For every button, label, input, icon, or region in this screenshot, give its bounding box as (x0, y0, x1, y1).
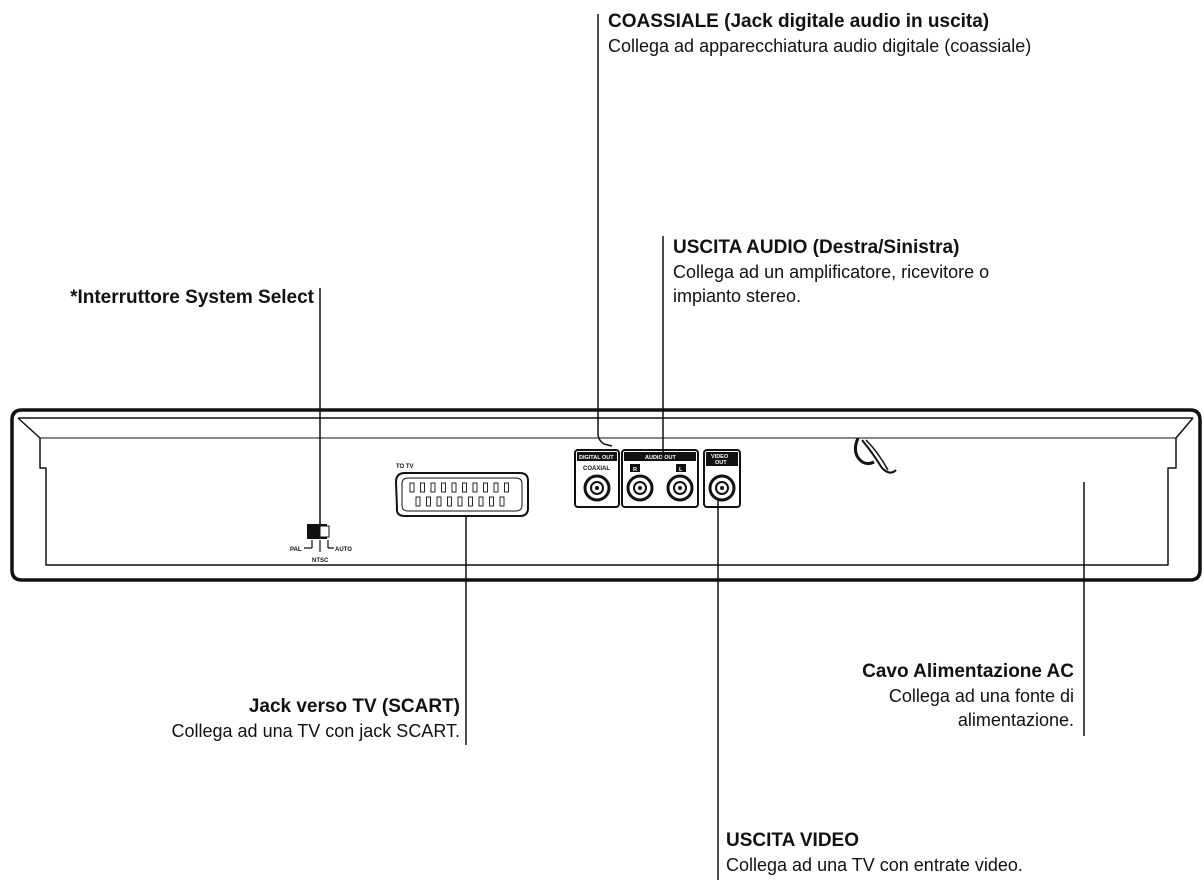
scart-pin (447, 496, 452, 507)
leader-coaxial (597, 14, 613, 447)
scart-desc: Collega ad una TV con jack SCART. (171, 721, 461, 741)
coaxial-title: COASSIALE (Jack digitale audio in uscita… (608, 11, 990, 32)
coaxial-desc: Collega ad apparecchiatura audio digital… (608, 36, 1032, 56)
video-label: VIDEO (711, 454, 729, 460)
scart-pin (489, 496, 494, 507)
video-out-title: USCITA VIDEO (726, 830, 860, 851)
video-out-callout: USCITA VIDEO Collega ad una TV con entra… (726, 828, 1023, 877)
ac-cable-callout: Cavo Alimentazione AC Collega ad una fon… (862, 659, 1074, 732)
scart-pin (472, 482, 478, 493)
scart-title: Jack verso TV (SCART) (248, 696, 460, 717)
scart-pin (420, 482, 425, 493)
leader-lines (319, 14, 1085, 880)
scart-pin (499, 496, 505, 507)
scart-pin (426, 496, 431, 507)
switch-label-auto: AUTO (335, 547, 352, 553)
audio-out-jacks[interactable]: AUDIO OUT R L (621, 449, 699, 508)
ac-power-cord (853, 437, 897, 474)
scart-pin (409, 482, 415, 493)
switch-label-ntsc: NTSC (312, 558, 329, 564)
audio-out-desc-1: Collega ad un amplificatore, ricevitore … (673, 262, 990, 282)
scart-connector[interactable]: TO TV (394, 464, 529, 517)
audio-out-callout: USCITA AUDIO (Destra/Sinistra) Collega a… (673, 235, 989, 308)
ac-cable-title: Cavo Alimentazione AC (862, 661, 1074, 682)
scart-callout: Jack verso TV (SCART) Collega ad una TV … (172, 694, 461, 743)
scart-pin (478, 496, 484, 507)
audio-out-desc-2: impianto stereo. (673, 286, 802, 306)
scart-pin (462, 482, 467, 493)
system-select-title: *Interruttore System Select (70, 287, 314, 308)
digital-out-label: DIGITAL OUT (579, 455, 614, 461)
panel-outer-body (10, 408, 1202, 582)
switch-label-pal: PAL (290, 547, 302, 553)
audio-out-label: AUDIO OUT (645, 455, 677, 461)
video-out-jack[interactable]: VIDEO OUT (703, 449, 741, 508)
scart-pin (441, 482, 446, 493)
video-out-label: OUT (715, 460, 727, 466)
coaxial-callout: COASSIALE (Jack digitale audio in uscita… (608, 9, 1031, 58)
scart-pin (457, 496, 463, 507)
audio-l-label: L (679, 467, 683, 473)
system-select-switch[interactable]: PAL AUTO NTSC (290, 524, 352, 564)
audio-out-title: USCITA AUDIO (Destra/Sinistra) (673, 237, 960, 258)
ac-cable-desc-1: Collega ad una fonte di (888, 686, 1074, 706)
coaxial-jack[interactable]: DIGITAL OUT COAXIAL (574, 449, 620, 508)
scart-pin (415, 496, 421, 507)
scart-pin (493, 482, 499, 493)
scart-pin (430, 482, 436, 493)
scart-pin (504, 482, 509, 493)
video-out-desc: Collega ad una TV con entrate video. (726, 855, 1023, 875)
audio-r-label: R (633, 467, 637, 473)
scart-pin (468, 496, 473, 507)
ac-cable-desc-2: alimentazione. (957, 710, 1074, 730)
to-tv-label: TO TV (396, 464, 414, 470)
system-select-callout: *Interruttore System Select (70, 285, 314, 310)
coaxial-label: COAXIAL (583, 466, 610, 472)
scart-pin (451, 482, 457, 493)
scart-pin (436, 496, 442, 507)
scart-pin (483, 482, 488, 493)
